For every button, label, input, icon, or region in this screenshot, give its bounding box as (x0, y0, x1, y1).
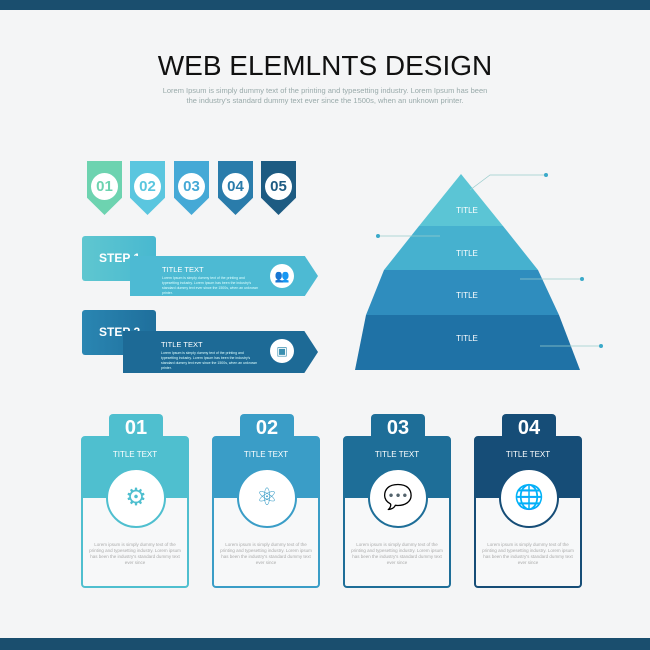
info-card: 02 TITLE TEXT ⚛ Lorem ipsum is simply du… (212, 414, 320, 588)
bottom-bar (0, 638, 650, 650)
step-title: TITLE TEXT (162, 265, 204, 274)
step-2-arrow: TITLE TEXT Lorem Ipsum is simply dummy t… (123, 331, 318, 373)
badge-number: 01 (91, 173, 118, 200)
badge-number: 04 (222, 173, 249, 200)
page-subtitle: Lorem Ipsum is simply dummy text of the … (0, 86, 650, 106)
leader-line (469, 174, 545, 191)
atom-icon: ⚛ (237, 468, 297, 528)
card-title: TITLE TEXT (112, 450, 158, 459)
card-title: TITLE TEXT (374, 450, 420, 459)
gear-icon: ⚙ (106, 468, 166, 528)
info-card: 03 TITLE TEXT 💬 Lorem ipsum is simply du… (343, 414, 451, 588)
globe-icon: 🌐 (499, 468, 559, 528)
card-description: Lorem ipsum is simply dummy text of the … (220, 542, 312, 565)
pyramid-label: TITLE (456, 206, 478, 215)
pyramid-level-3 (366, 270, 559, 315)
subtitle-line: Lorem Ipsum is simply dummy text of the … (162, 86, 488, 95)
pyramid-label: TITLE (456, 291, 478, 300)
leader-dot (544, 173, 548, 177)
pyramid-level-4 (355, 315, 580, 370)
badge-number: 02 (134, 173, 161, 200)
leader-dot (376, 234, 380, 238)
card-number: 03 (371, 414, 425, 440)
card-description: Lorem ipsum is simply dummy text of the … (482, 542, 574, 565)
info-card: 01 TITLE TEXT ⚙ Lorem ipsum is simply du… (81, 414, 189, 588)
card-title: TITLE TEXT (243, 450, 289, 459)
pyramid-label: TITLE (456, 249, 478, 258)
info-card: 04 TITLE TEXT 🌐 Lorem ipsum is simply du… (474, 414, 582, 588)
chat-icon: 💬 (368, 468, 428, 528)
card-title: TITLE TEXT (505, 450, 551, 459)
step-title: TITLE TEXT (161, 340, 203, 349)
leader-dot (599, 344, 603, 348)
page-title: WEB ELEMLNTS DESIGN (157, 50, 493, 81)
step-description: Lorem Ipsum is simply dummy text of the … (161, 351, 258, 370)
top-bar (0, 0, 650, 10)
card-description: Lorem ipsum is simply dummy text of the … (89, 542, 181, 565)
step-1-arrow: TITLE TEXT Lorem Ipsum is simply dummy t… (130, 256, 318, 296)
badge-number: 03 (178, 173, 205, 200)
card-number: 02 (240, 414, 294, 440)
presentation-icon: ▣ (270, 339, 294, 363)
card-number: 04 (502, 414, 556, 440)
pyramid-level-2 (384, 226, 538, 270)
users-icon: 👥 (270, 264, 294, 288)
pyramid-label: TITLE (456, 334, 478, 343)
step-description: Lorem Ipsum is simply dummy text of the … (162, 276, 259, 295)
badge-number: 05 (265, 173, 292, 200)
subtitle-line: the industry's standard dummy text ever … (186, 96, 464, 105)
card-description: Lorem ipsum is simply dummy text of the … (351, 542, 443, 565)
leader-dot (580, 277, 584, 281)
card-number: 01 (109, 414, 163, 440)
pyramid-level-1 (419, 174, 503, 226)
